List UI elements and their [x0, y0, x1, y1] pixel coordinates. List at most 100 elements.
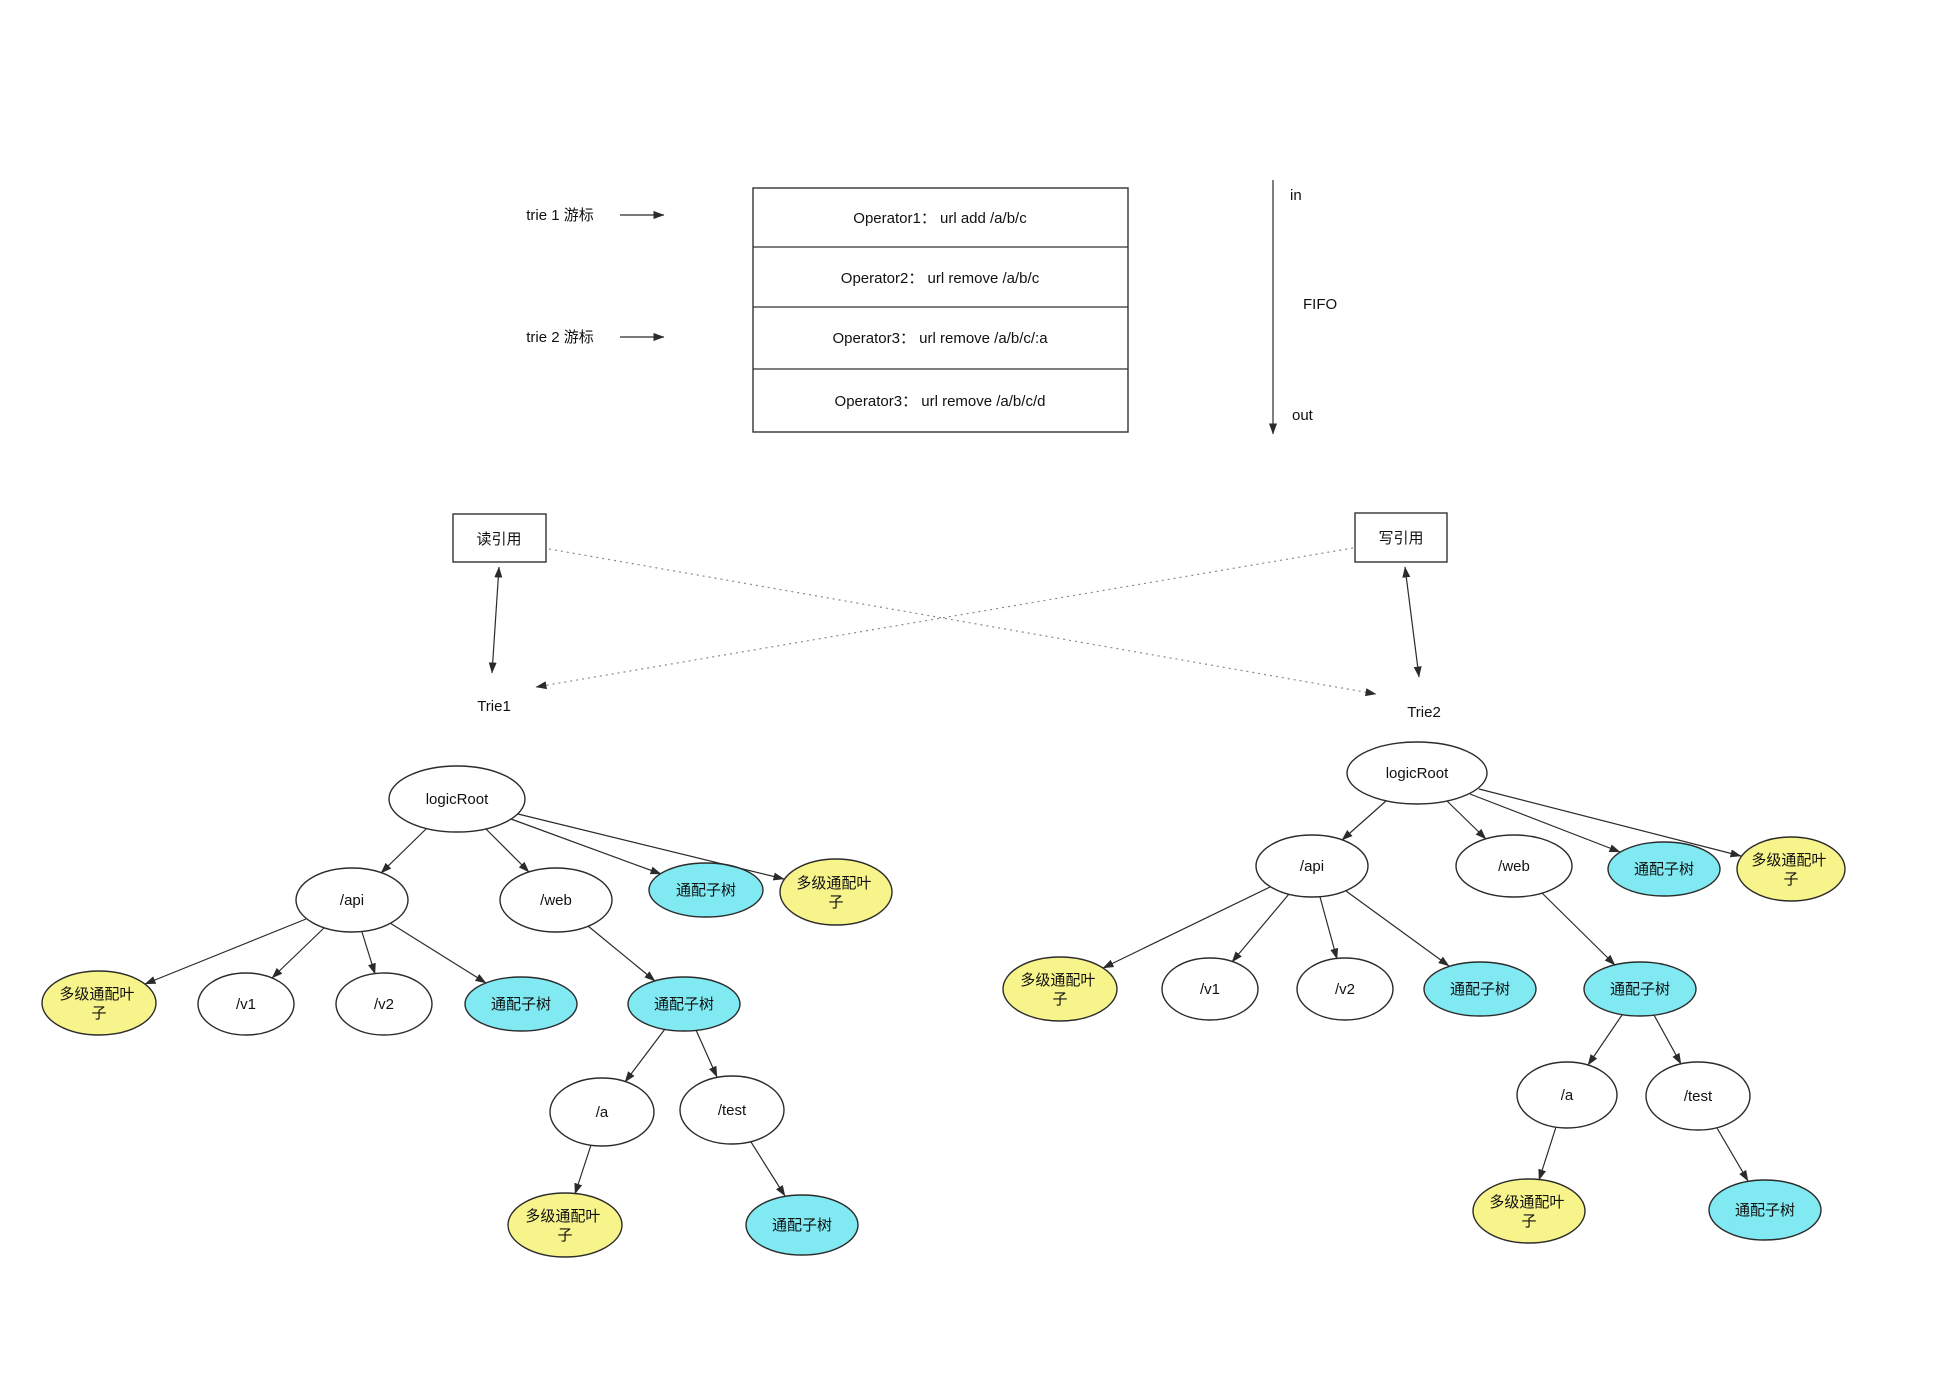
trie2-node-multilevel-leaf-a: [1472, 1178, 1586, 1244]
trie1-node-v1-label: /v1: [236, 996, 256, 1013]
trie1-node-api: [295, 867, 409, 933]
write-ref-box: [1354, 512, 1448, 563]
trie1-node-wildcard-subtree-api-label: 通配子树: [491, 996, 551, 1013]
read-ref-trie2-dotted-arrow: [548, 548, 1377, 697]
refs-section: 读引用 写引用 Trie1 Trie2: [452, 512, 1448, 721]
queue-row-3: Operator3： url remove /a/b/c/:a: [832, 330, 1048, 347]
trie1-node-wildcard-subtree-root-label: 通配子树: [676, 882, 736, 899]
queue-section: trie 1 游标 trie 2 游标 Operator1： url add /…: [526, 187, 1129, 433]
trie1-node-multilevel-leaf-api: [41, 970, 157, 1036]
trie1-node-multilevel-leaf-root-label: 多级通配叶 子: [796, 875, 875, 911]
trie2-node-web: [1455, 834, 1573, 898]
trie1-node-v2-label: /v2: [374, 996, 394, 1013]
trie1-tree: logicRoot /api /web 通配子树 多级通配叶 子 多级通配叶 子…: [41, 765, 893, 1258]
trie1-node-a-label: /a: [596, 1104, 609, 1121]
trie1-node-logicroot-label: logicRoot: [426, 791, 489, 808]
trie2-edge-api-v2: [1319, 896, 1339, 960]
trie2-node-multilevel-leaf-api-label: 多级通配叶 子: [1020, 972, 1099, 1008]
trie2-node-web-label: /web: [1498, 858, 1530, 875]
trie1-node-multilevel-leaf-a-label: 多级通配叶 子: [525, 1208, 604, 1244]
trie2-edge-root-multilevel-leaf: [1478, 788, 1742, 858]
fifo-arrow-section: in FIFO out: [1269, 180, 1337, 435]
trie2-node-v2: [1296, 957, 1394, 1021]
trie1-node-logicroot: [388, 765, 526, 833]
trie2-edge-api-multilevel-leaf: [1102, 886, 1271, 969]
trie1-node-multilevel-leaf-a: [507, 1192, 623, 1258]
trie1-edge-root-wildcard: [510, 818, 662, 875]
trie2-node-wildcard-subtree-test-label: 通配子树: [1735, 1202, 1795, 1219]
trie1-edge-wildcard-a: [624, 1028, 666, 1083]
trie1-edge-test-wildcard: [750, 1141, 786, 1197]
trie2-node-v2-label: /v2: [1335, 981, 1355, 998]
trie2-node-v1-label: /v1: [1200, 981, 1220, 998]
trie2-node-wildcard-subtree-web-label: 通配子树: [1610, 981, 1670, 998]
trie1-node-a: [549, 1077, 655, 1147]
trie2-node-wildcard-subtree-root: [1607, 841, 1721, 897]
trie2-node-wildcard-subtree-api-label: 通配子树: [1450, 981, 1510, 998]
trie1-edge-web-wildcard: [587, 925, 656, 982]
trie1-node-wildcard-subtree-web-label: 通配子树: [654, 996, 714, 1013]
trie1-node-wildcard-subtree-root: [648, 862, 764, 918]
trie1-node-web: [499, 867, 613, 933]
trie1-edge-api-wildcard: [389, 922, 487, 984]
trie1-node-wildcard-subtree-api: [464, 976, 578, 1032]
trie2-edge-test-wildcard: [1716, 1127, 1749, 1182]
trie1-node-wildcard-subtree-web: [627, 976, 741, 1032]
trie1-edge-root-api: [380, 828, 427, 874]
trie2-edge-a-multilevel-leaf: [1538, 1126, 1557, 1181]
trie2-node-test: [1645, 1061, 1751, 1131]
write-ref-trie2-arrow: [1402, 566, 1422, 678]
trie1-node-v2: [335, 972, 433, 1036]
trie2-node-api-label: /api: [1300, 858, 1324, 875]
trie1-node-api-label: /api: [340, 892, 364, 909]
trie1-edge-root-web: [485, 828, 530, 873]
read-ref-label: 读引用: [476, 531, 521, 548]
trie2-node-wildcard-subtree-web: [1583, 961, 1697, 1017]
trie1-node-test-label: /test: [718, 1102, 747, 1119]
trie2-edge-root-wildcard: [1469, 793, 1621, 853]
trie2-tree: logicRoot /api /web 通配子树 多级通配叶 子 多级通配叶 子…: [1002, 741, 1846, 1244]
trie2-edge-api-v1: [1231, 893, 1290, 963]
trie2-node-a-label: /a: [1561, 1087, 1574, 1104]
trie2-edge-wildcard-a: [1587, 1014, 1623, 1066]
trie2-node-multilevel-leaf-root-label: 多级通配叶 子: [1751, 852, 1830, 888]
trie2-node-v1: [1161, 957, 1259, 1021]
trie2-node-a: [1516, 1061, 1618, 1129]
fifo-in-label: in: [1290, 187, 1302, 204]
trie1-edge-api-multilevel-leaf: [144, 918, 307, 985]
trie2-node-logicroot: [1346, 741, 1488, 805]
trie2-edge-api-wildcard: [1345, 890, 1450, 967]
trie1-node-wildcard-subtree-test: [745, 1194, 859, 1256]
fifo-out-label: out: [1292, 407, 1314, 424]
trie2-node-wildcard-subtree-api: [1423, 961, 1537, 1017]
queue-row-4: Operator3： url remove /a/b/c/d: [835, 393, 1046, 410]
trie2-node-multilevel-leaf-a-label: 多级通配叶 子: [1489, 1194, 1568, 1230]
trie2-edge-web-wildcard: [1541, 892, 1616, 966]
trie2-node-wildcard-subtree-root-label: 通配子树: [1634, 861, 1694, 878]
trie1-node-multilevel-leaf-api-label: 多级通配叶 子: [59, 986, 138, 1022]
trie1-node-multilevel-leaf-root: [779, 858, 893, 926]
queue-row-2: Operator2： url remove /a/b/c: [841, 270, 1040, 287]
trie1-node-test: [679, 1075, 785, 1145]
trie1-label: Trie1: [477, 698, 511, 715]
queue-row-1: Operator1： url add /a/b/c: [853, 210, 1027, 227]
fifo-label: FIFO: [1303, 296, 1337, 313]
write-ref-label: 写引用: [1378, 530, 1423, 547]
write-ref-trie1-dotted-arrow: [535, 547, 1354, 690]
trie2-node-logicroot-label: logicRoot: [1386, 765, 1449, 782]
trie1-edge-root-multilevel-leaf: [517, 813, 785, 881]
trie2-node-wildcard-subtree-test: [1708, 1179, 1822, 1241]
read-ref-trie1-arrow: [488, 566, 503, 674]
trie2-cursor-label: trie 2 游标: [526, 329, 594, 346]
trie2-node-multilevel-leaf-api: [1002, 956, 1118, 1022]
trie2-edge-wildcard-test: [1653, 1014, 1682, 1065]
trie1-node-wildcard-subtree-test-label: 通配子树: [772, 1217, 832, 1234]
trie1-edge-a-multilevel-leaf: [574, 1144, 592, 1195]
trie2-node-test-label: /test: [1684, 1088, 1713, 1105]
trie1-node-v1: [197, 972, 295, 1036]
trie2-edge-root-api: [1341, 800, 1387, 841]
trie2-node-api: [1255, 834, 1369, 898]
trie1-edge-api-v2: [361, 931, 376, 975]
